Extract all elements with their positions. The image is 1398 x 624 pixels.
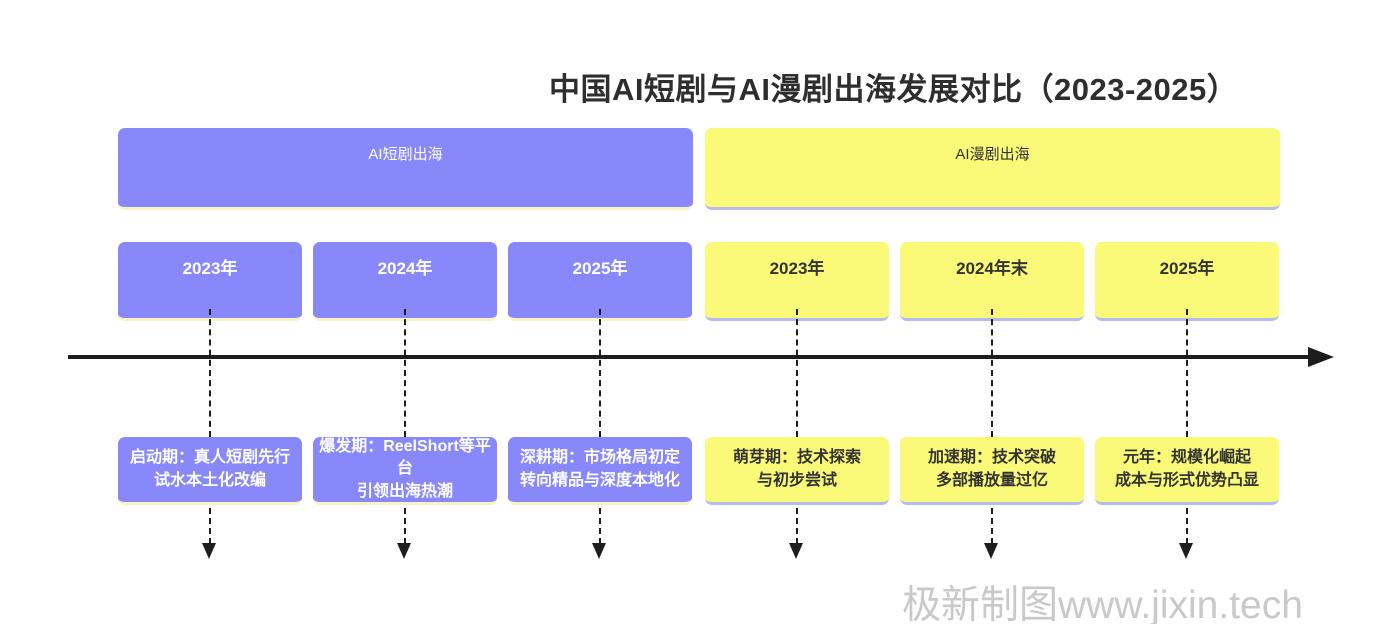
track-header-ai-short-drama: AI短剧出海	[118, 128, 693, 210]
axis-arrowhead-icon	[1308, 347, 1334, 367]
track-header-label: AI短剧出海	[368, 146, 443, 163]
watermark: 极新制图www.jixin.tech	[902, 584, 1303, 624]
dashed-connector	[209, 508, 211, 544]
phase-box-short-2023: 启动期：真人短剧先行 试水本土化改编	[118, 437, 302, 505]
dashed-connector	[599, 508, 601, 544]
down-arrow-icon	[397, 543, 411, 559]
phase-text-line2: 试水本土化改编	[153, 471, 266, 489]
phase-box-comic-2025: 元年：规模化崛起 成本与形式优势凸显	[1095, 437, 1279, 505]
down-arrow-icon	[984, 543, 998, 559]
phase-text-line1: 加速期：技术突破	[927, 449, 1056, 467]
dashed-connector	[991, 309, 993, 437]
phase-text-line2: 与初步尝试	[756, 471, 837, 489]
page-title: 中国AI短剧与AI漫剧出海发展对比（2023-2025）	[549, 72, 1239, 107]
phase-text-line2: 成本与形式优势凸显	[1114, 471, 1259, 489]
phase-box-short-2025: 深耕期：市场格局初定 转向精品与深度本地化	[508, 437, 692, 505]
phase-text-line1: 萌芽期：技术探索	[732, 449, 861, 467]
dashed-connector	[1186, 309, 1188, 437]
dashed-connector	[404, 309, 406, 437]
phase-box-comic-2023: 萌芽期：技术探索 与初步尝试	[705, 437, 889, 505]
down-arrow-icon	[789, 543, 803, 559]
dashed-connector	[991, 508, 993, 544]
dashed-connector	[209, 309, 211, 437]
phase-text-line2: 多部播放量过亿	[935, 471, 1048, 489]
dashed-connector	[404, 508, 406, 544]
timeline-axis	[68, 355, 1310, 359]
down-arrow-icon	[1179, 543, 1193, 559]
phase-text-line1: 元年：规模化崛起	[1122, 449, 1251, 467]
down-arrow-icon	[592, 543, 606, 559]
year-box-short-2024: 2024年	[313, 242, 497, 321]
phase-text-line2: 转向精品与深度本地化	[519, 471, 680, 489]
dashed-connector	[796, 508, 798, 544]
track-header-label: AI漫剧出海	[955, 146, 1030, 163]
phase-text-line1: 爆发期：ReelShort等平台	[319, 437, 491, 478]
phase-box-comic-2024: 加速期：技术突破 多部播放量过亿	[900, 437, 1084, 505]
down-arrow-icon	[202, 543, 216, 559]
dashed-connector	[599, 309, 601, 437]
phase-box-short-2024: 爆发期：ReelShort等平台 引领出海热潮	[313, 437, 497, 505]
dashed-connector	[1186, 508, 1188, 544]
phase-text-line1: 深耕期：市场格局初定	[519, 449, 680, 467]
year-box-short-2025: 2025年	[508, 242, 692, 321]
dashed-connector	[796, 309, 798, 437]
phase-text-line1: 启动期：真人短剧先行	[129, 449, 290, 467]
track-header-ai-comic-drama: AI漫剧出海	[705, 128, 1280, 210]
phase-text-line2: 引领出海热潮	[356, 482, 453, 500]
year-box-comic-2025: 2025年	[1095, 242, 1279, 321]
